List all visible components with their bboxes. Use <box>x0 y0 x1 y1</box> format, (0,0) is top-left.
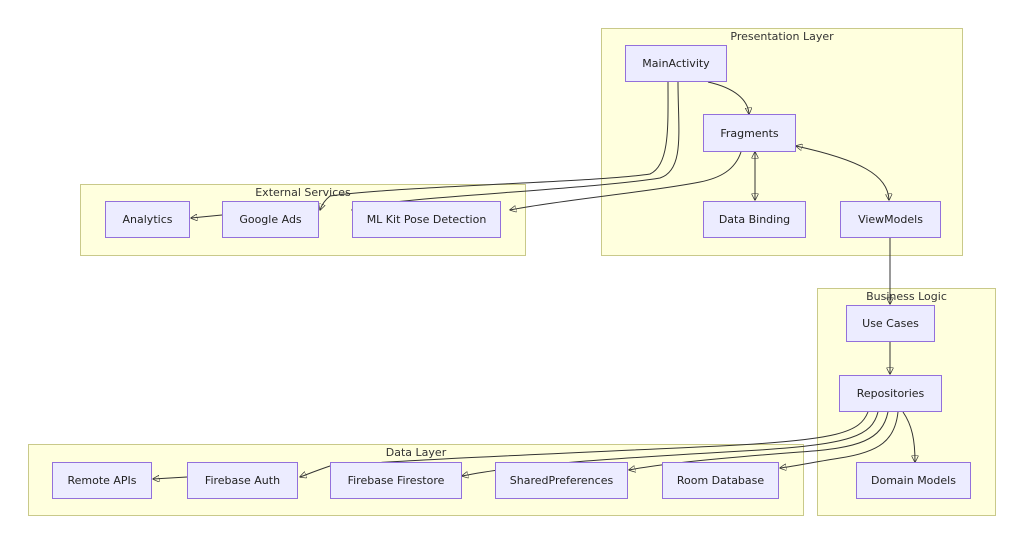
use-cases-node[interactable]: Use Cases <box>846 305 935 342</box>
group-title: Presentation Layer <box>730 30 834 43</box>
group-title: External Services <box>255 186 351 199</box>
viewmodels-node[interactable]: ViewModels <box>840 201 941 238</box>
analytics-node[interactable]: Analytics <box>105 201 190 238</box>
group-title: Data Layer <box>385 446 447 459</box>
fragments-node[interactable]: Fragments <box>703 114 796 152</box>
firebase-firestore-node[interactable]: Firebase Firestore <box>330 462 462 499</box>
room-database-node[interactable]: Room Database <box>662 462 779 499</box>
data-binding-node[interactable]: Data Binding <box>703 201 806 238</box>
google-ads-node[interactable]: Google Ads <box>222 201 319 238</box>
firebase-auth-node[interactable]: Firebase Auth <box>187 462 298 499</box>
domain-models-node[interactable]: Domain Models <box>856 462 971 499</box>
remote-apis-node[interactable]: Remote APIs <box>52 462 152 499</box>
ml-kit-pose-detection-node[interactable]: ML Kit Pose Detection <box>352 201 501 238</box>
repositories-node[interactable]: Repositories <box>839 375 942 412</box>
main-activity-node[interactable]: MainActivity <box>625 45 727 82</box>
group-title: Business Logic <box>866 290 947 303</box>
shared-preferences-node[interactable]: SharedPreferences <box>495 462 628 499</box>
